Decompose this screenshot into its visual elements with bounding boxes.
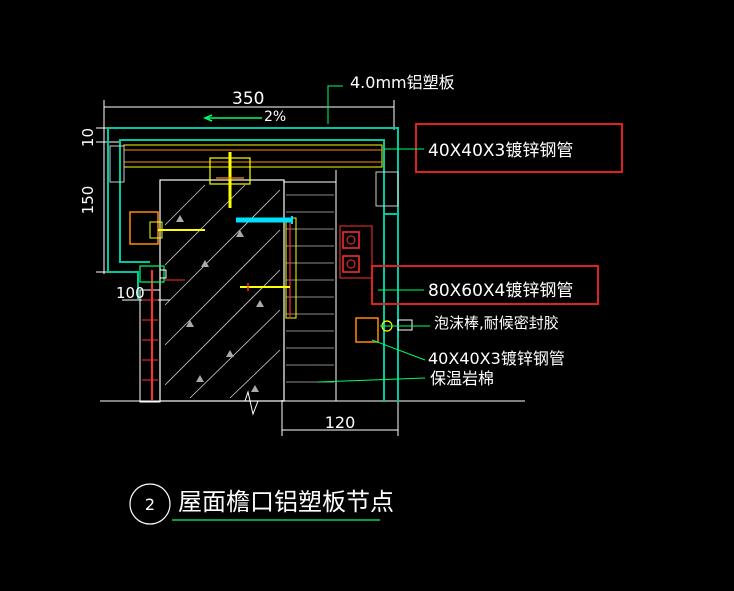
top-frame (109, 144, 399, 207)
dim-height-upper: 10 (79, 128, 97, 147)
callout-tube-top: 40X40X3镀锌钢管 (428, 141, 573, 161)
left-wall-strip (139, 270, 161, 403)
leader-lines (317, 85, 430, 383)
concrete-wall (159, 179, 285, 402)
callout-tube-bottom: 40X40X3镀锌钢管 (428, 349, 565, 368)
callout-panel: 4.0mm铝塑板 (350, 73, 455, 92)
dim-height-main: 150 (79, 186, 97, 215)
lower-brackets (139, 265, 185, 283)
dim-width-top: 350 (232, 89, 264, 109)
highlight-box-main-tube (371, 265, 599, 305)
callout-tube-main: 80X60X4镀锌钢管 (428, 281, 573, 301)
dim-slope: 2% (264, 109, 286, 125)
callout-insulation: 保温岩棉 (430, 369, 494, 388)
callout-sealant: 泡沫棒,耐候密封胶 (434, 314, 559, 332)
detail-number: 2 (145, 495, 155, 514)
detail-number-circle (129, 483, 171, 525)
insulation-layer (283, 170, 337, 402)
highlight-box-top-tube (415, 123, 623, 173)
dim-bottom-left: 100 (116, 284, 145, 302)
detail-title: 屋面檐口铝塑板节点 (178, 488, 394, 516)
anchor-bolt (236, 216, 293, 224)
slope-arrow (203, 114, 262, 122)
steel-tube-assembly (129, 152, 373, 319)
dim-bottom-width: 120 (325, 413, 356, 432)
aluminum-panel (107, 127, 399, 402)
